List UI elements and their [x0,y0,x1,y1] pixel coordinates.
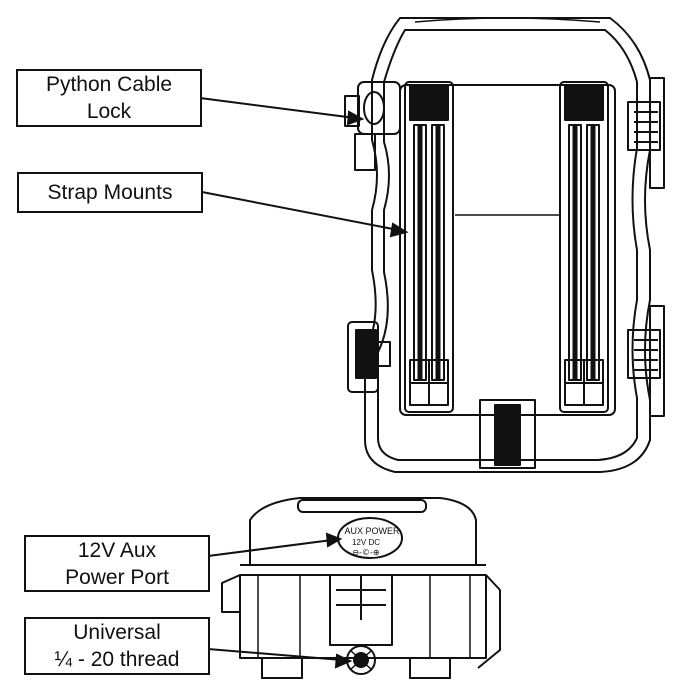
bottom-housing-body [239,574,487,659]
camera-bottom-view [221,497,501,679]
leader-strap-mounts [201,191,399,231]
aux-power-port-label: 12V Aux Power Port [24,535,210,592]
bottom-housing-top [249,497,477,566]
left-hinge-lower [347,321,391,393]
universal-thread-label: Universal ¼ - 20 thread [24,617,210,675]
top-pad [297,499,427,513]
strap-channel-right [559,81,609,413]
dc-rating-marking: 12V DC [352,538,380,547]
arrowhead-universal-thread [334,653,353,669]
leader-python-cable-lock [199,97,356,119]
right-foot [409,657,451,679]
left-foot [261,657,303,679]
python-cable-lock-loop [344,81,401,171]
top-edge-detail [414,17,601,23]
strap-mounts-line1: Strap Mounts [47,181,173,204]
arrowhead-aux-power-port [325,532,343,548]
leader-universal-thread [207,648,343,661]
arrowhead-python-cable-lock [346,110,365,126]
aux-power-marking: AUX POWER [344,526,400,536]
universal-thread-line1: Universal [73,621,161,644]
python-cable-lock-line2: Lock [86,100,132,123]
tripod-thread-socket [346,645,376,675]
left-side-handle [221,574,241,613]
housing-inner-rim [377,29,638,461]
right-latch-upper [627,77,665,189]
universal-thread-line2: ¼ - 20 thread [54,648,180,671]
python-cable-lock-line1: Python Cable [45,73,173,96]
aux-power-port-line2: Power Port [65,565,169,589]
strap-mounts-label: Strap Mounts [17,172,203,213]
right-side-handle [477,574,501,669]
polarity-symbol: ⊖-©-⊕ [352,548,379,557]
leader-lines [199,97,409,669]
strap-channel-left [404,81,454,413]
housing-outline [364,17,651,473]
aux-power-port-line1: 12V Aux [77,538,157,562]
python-cable-lock-label: Python Cable Lock [16,69,202,127]
right-latch-lower [627,305,665,417]
arrowhead-strap-mounts [389,222,409,238]
leader-aux-power-port [207,539,333,557]
bottom-clip [479,399,536,469]
camera-back-view [344,17,665,473]
